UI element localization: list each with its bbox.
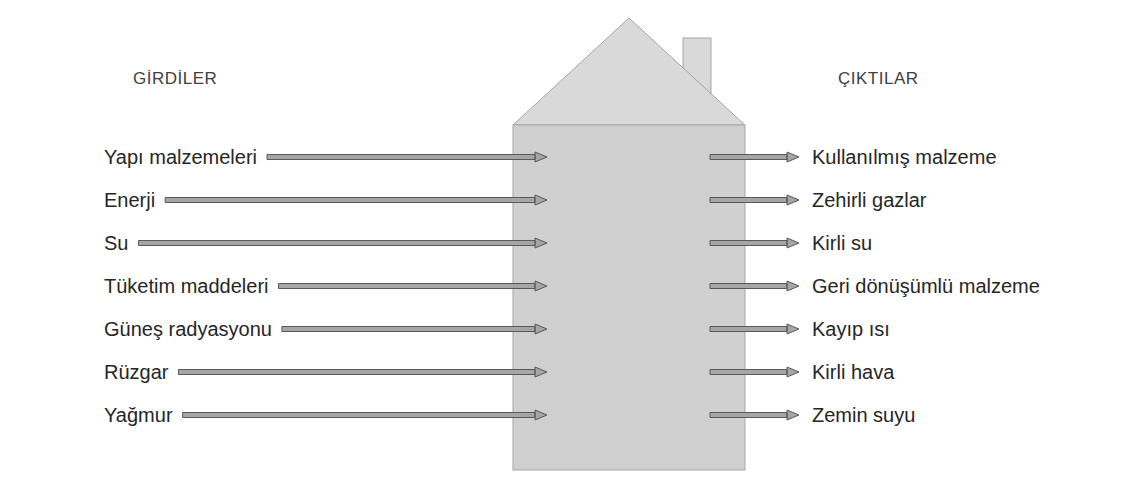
house-roof xyxy=(513,18,745,125)
output-label: Zehirli gazlar xyxy=(812,188,926,212)
input-arrow xyxy=(282,324,547,334)
input-arrow xyxy=(165,195,547,205)
input-label: Güneş radyasyonu xyxy=(104,317,272,341)
house-body xyxy=(513,125,745,470)
output-arrow xyxy=(710,195,799,205)
input-arrow xyxy=(178,367,547,377)
output-label: Kirli su xyxy=(812,231,872,255)
input-label: Yapı malzemeleri xyxy=(104,145,257,169)
output-label: Kirli hava xyxy=(812,360,894,384)
output-arrow xyxy=(710,238,799,248)
input-label: Tüketim maddeleri xyxy=(104,274,269,298)
output-arrows xyxy=(710,152,799,420)
output-arrow xyxy=(710,410,799,420)
output-label: Kullanılmış malzeme xyxy=(812,145,997,169)
output-label: Geri dönüşümlü malzeme xyxy=(812,274,1040,298)
output-arrow xyxy=(710,281,799,291)
input-arrow xyxy=(267,152,547,162)
input-label: Enerji xyxy=(104,188,155,212)
input-arrow xyxy=(183,410,547,420)
output-label: Kayıp ısı xyxy=(812,317,890,341)
input-arrow xyxy=(138,238,547,248)
input-arrow xyxy=(279,281,547,291)
input-label: Rüzgar xyxy=(104,360,168,384)
output-arrow xyxy=(710,367,799,377)
input-label: Yağmur xyxy=(104,403,173,427)
output-arrow xyxy=(710,324,799,334)
output-arrow xyxy=(710,152,799,162)
column-heading: GİRDİLER xyxy=(133,67,217,91)
output-label: Zemin suyu xyxy=(812,403,915,427)
input-label: Su xyxy=(104,231,128,255)
column-heading: ÇIKTILAR xyxy=(838,67,919,91)
